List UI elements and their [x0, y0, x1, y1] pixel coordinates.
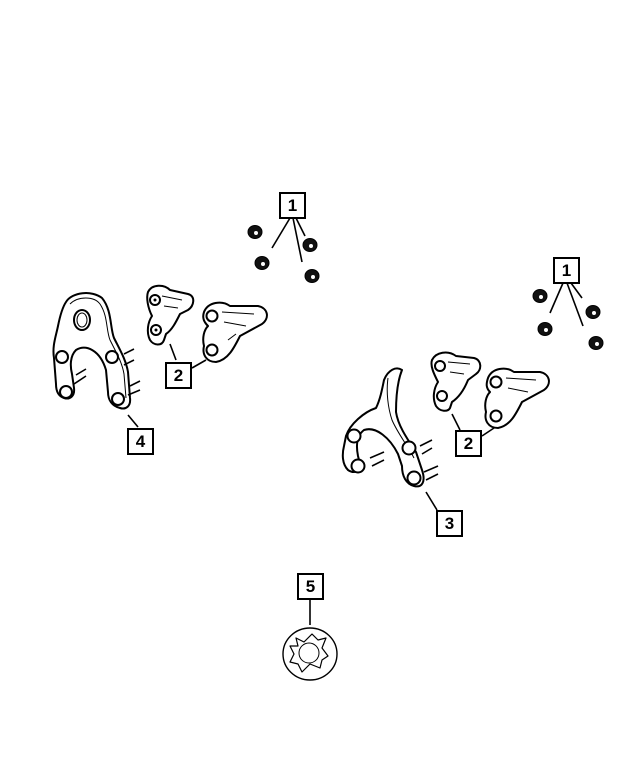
nut-group-right: [532, 282, 604, 350]
nut-icon: [585, 305, 601, 319]
nut-icon: [588, 336, 604, 350]
shift-fork-pads-left: [146, 284, 268, 369]
nut-group-left: [247, 217, 320, 283]
shift-fork-4: [52, 292, 141, 428]
nut-icon: [532, 289, 548, 303]
callout-1-right: 1: [553, 257, 580, 284]
nut-icon: [304, 269, 320, 283]
nut-icon: [302, 238, 318, 252]
shift-fork-pads-right: [430, 351, 550, 437]
callout-4: 4: [127, 428, 154, 455]
nut-icon: [537, 322, 553, 336]
retaining-ring-5: [282, 599, 338, 681]
callout-2-left: 2: [165, 362, 192, 389]
callout-2-right: 2: [455, 430, 482, 457]
callout-3: 3: [436, 510, 463, 537]
callout-1-left: 1: [279, 192, 306, 219]
nut-icon: [247, 225, 263, 239]
shift-fork-3: [341, 367, 439, 511]
callout-5: 5: [297, 573, 324, 600]
nut-icon: [254, 256, 270, 270]
